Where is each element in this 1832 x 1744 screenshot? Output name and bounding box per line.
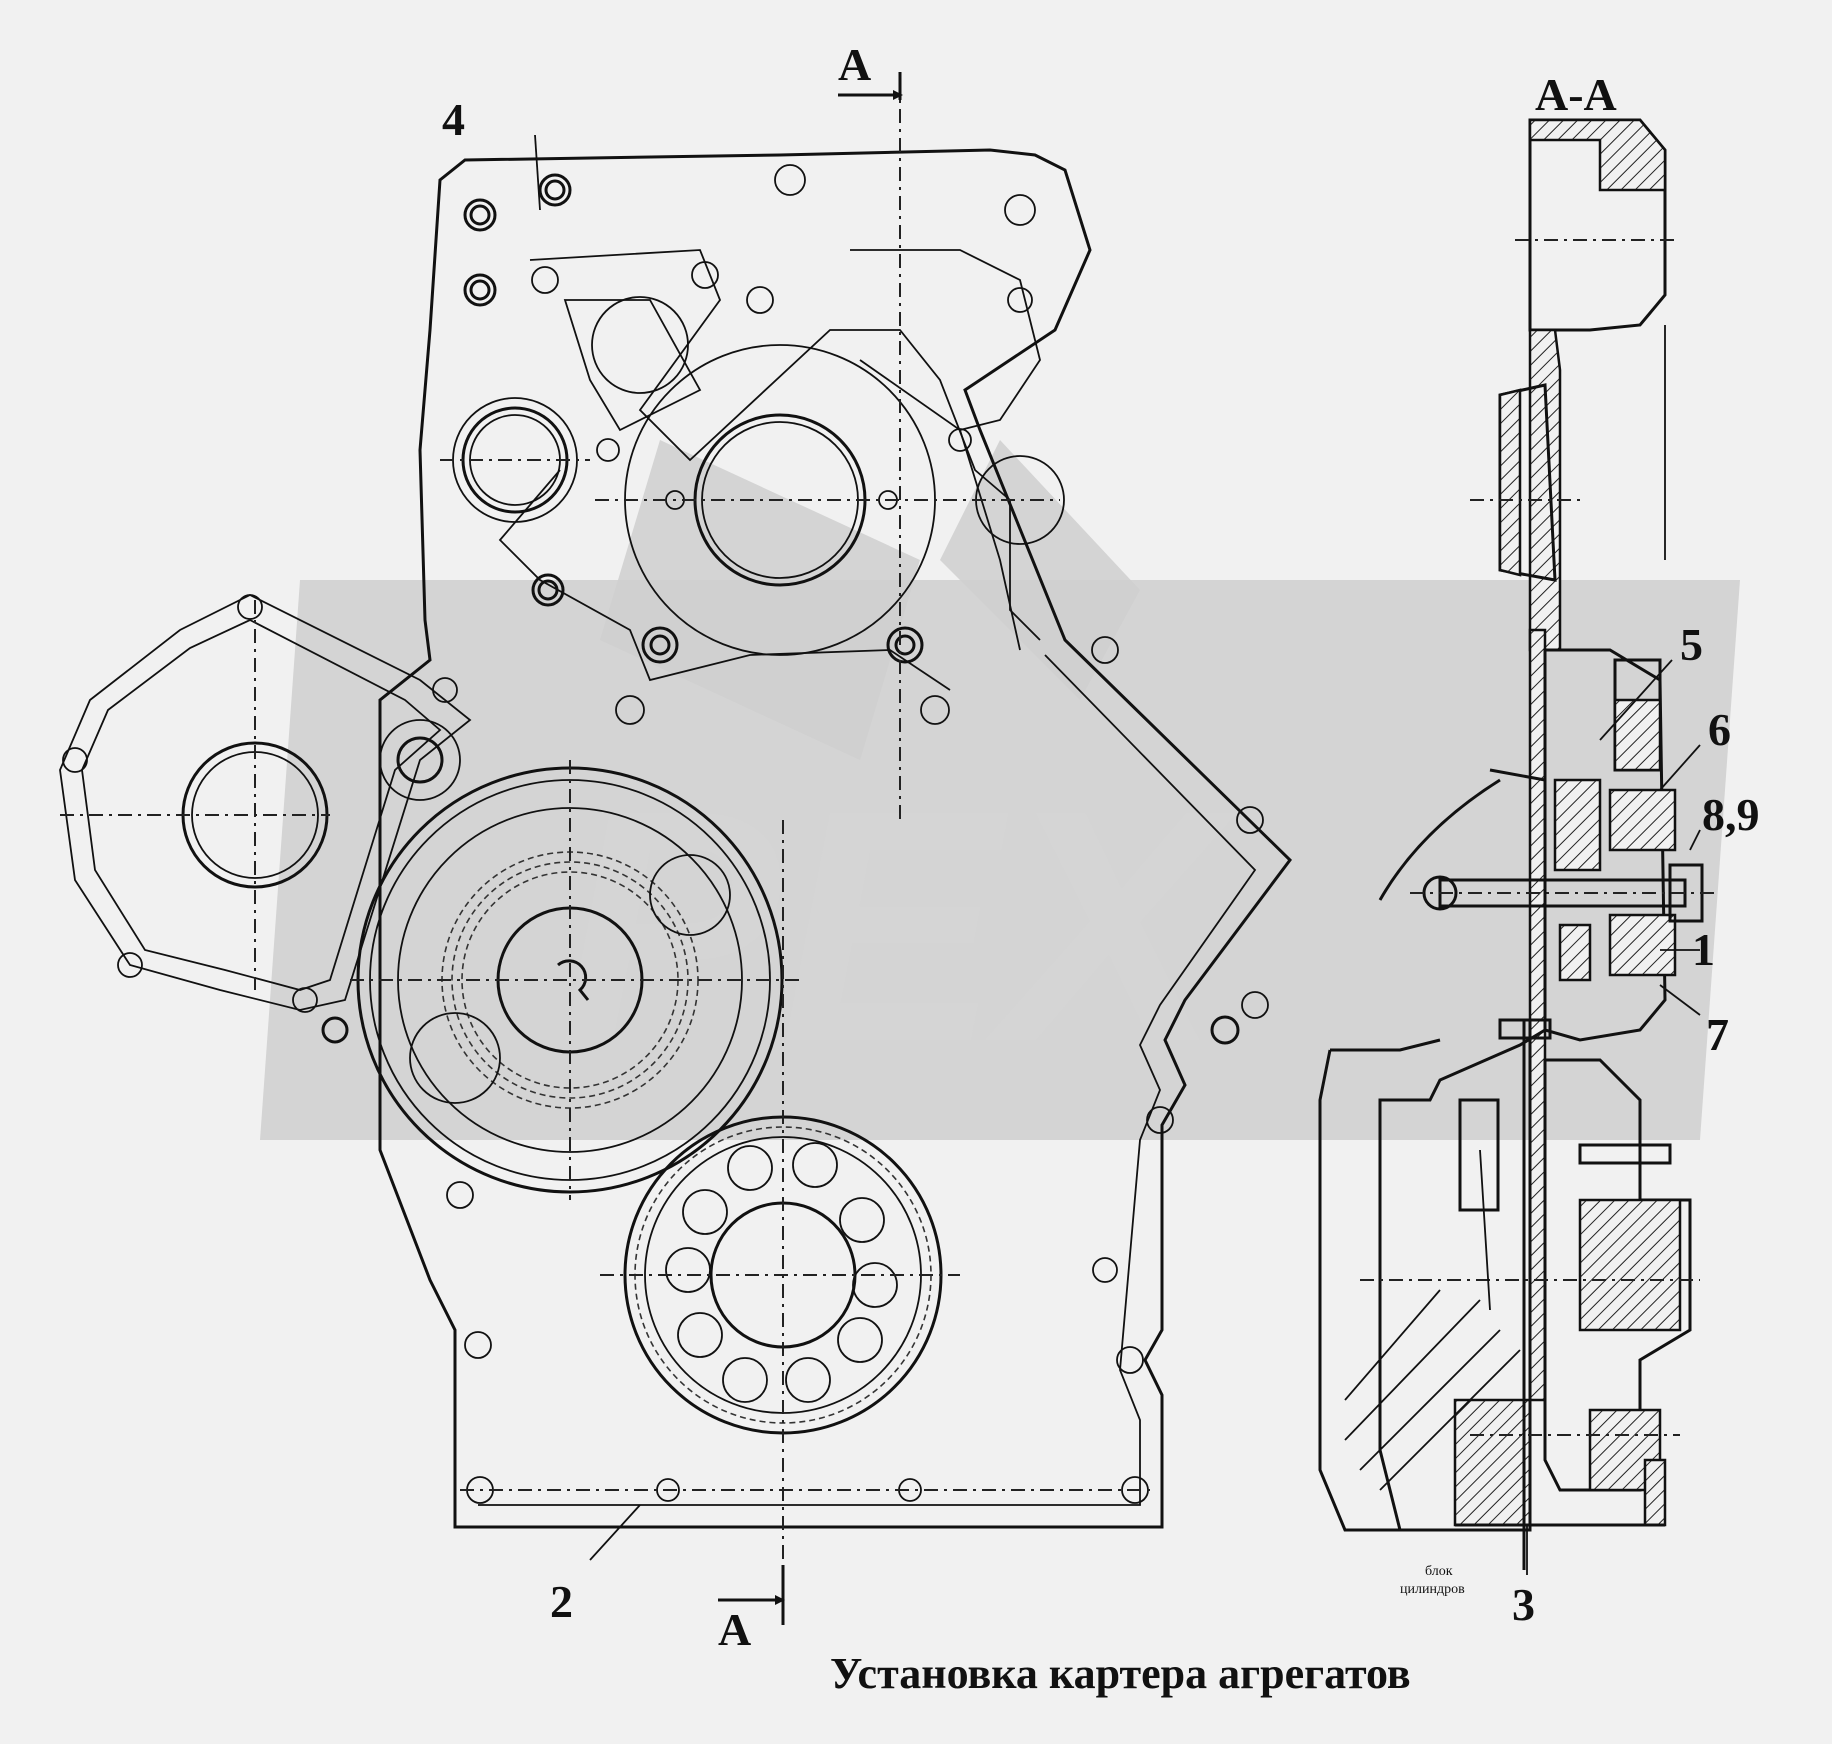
watermark-logo: PEX [260,440,1740,1140]
callout-2: 2 [550,1576,573,1627]
cut-mark-top: А [838,39,871,90]
bolt-holes [62,164,1269,1504]
svg-text:PEX: PEX [560,741,1237,1110]
cut-mark-bottom: А [718,1604,751,1655]
callout-8-9: 8,9 [1702,789,1760,840]
block-label-line2: цилиндров [1400,1582,1465,1597]
callout-5: 5 [1680,619,1703,670]
front-view [59,72,1292,1625]
gear-holes [665,1142,898,1403]
callout-1: 1 [1692,924,1715,975]
callout-4: 4 [442,94,465,145]
block-label-line1: блок [1425,1564,1453,1579]
section-label: А-А [1535,69,1617,120]
callout-7: 7 [1706,1009,1729,1060]
section-view [1318,118,1720,1575]
drawing-title: Установка картера агрегатов [830,1649,1411,1698]
section-hatch-lines [1344,1289,1521,1491]
callout-3: 3 [1512,1579,1535,1630]
callout-6: 6 [1708,704,1731,755]
